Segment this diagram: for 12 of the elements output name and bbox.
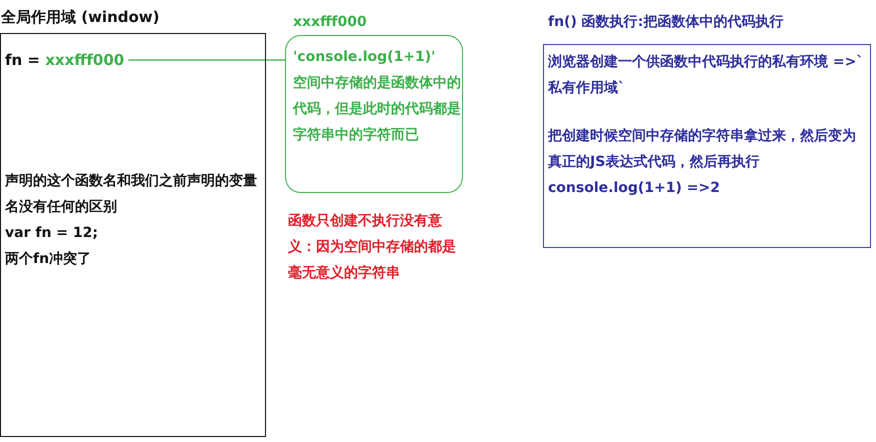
address-heading: xxxfff000 <box>293 13 368 32</box>
assignment-text: fn = xxxfff000 <box>5 47 124 73</box>
description-text: 浏览器创建一个供函数中代码执行的私有环境 =>`私有作用域` <box>548 52 864 98</box>
code-text: console.log(1+1) =>2 <box>548 179 721 198</box>
description-text: 空间中存储的是函数体中的代码，但是此时的代码都是字符串中的字符而已 <box>293 74 461 145</box>
panel-heading: 全局作用域 (window) <box>1 7 161 28</box>
warning-note: 函数只创建不执行没有意义：因为空间中存储的都是毫无意义的字符串 <box>288 212 457 283</box>
note-text: 两个fn冲突了 <box>5 250 92 269</box>
code-text: 'console.log(1+1)' <box>293 48 436 67</box>
box-heading: fn() 函数执行:把函数体中的代码执行 <box>548 13 784 32</box>
code-text: var fn = 12; <box>5 224 99 243</box>
connector-line <box>128 59 285 61</box>
